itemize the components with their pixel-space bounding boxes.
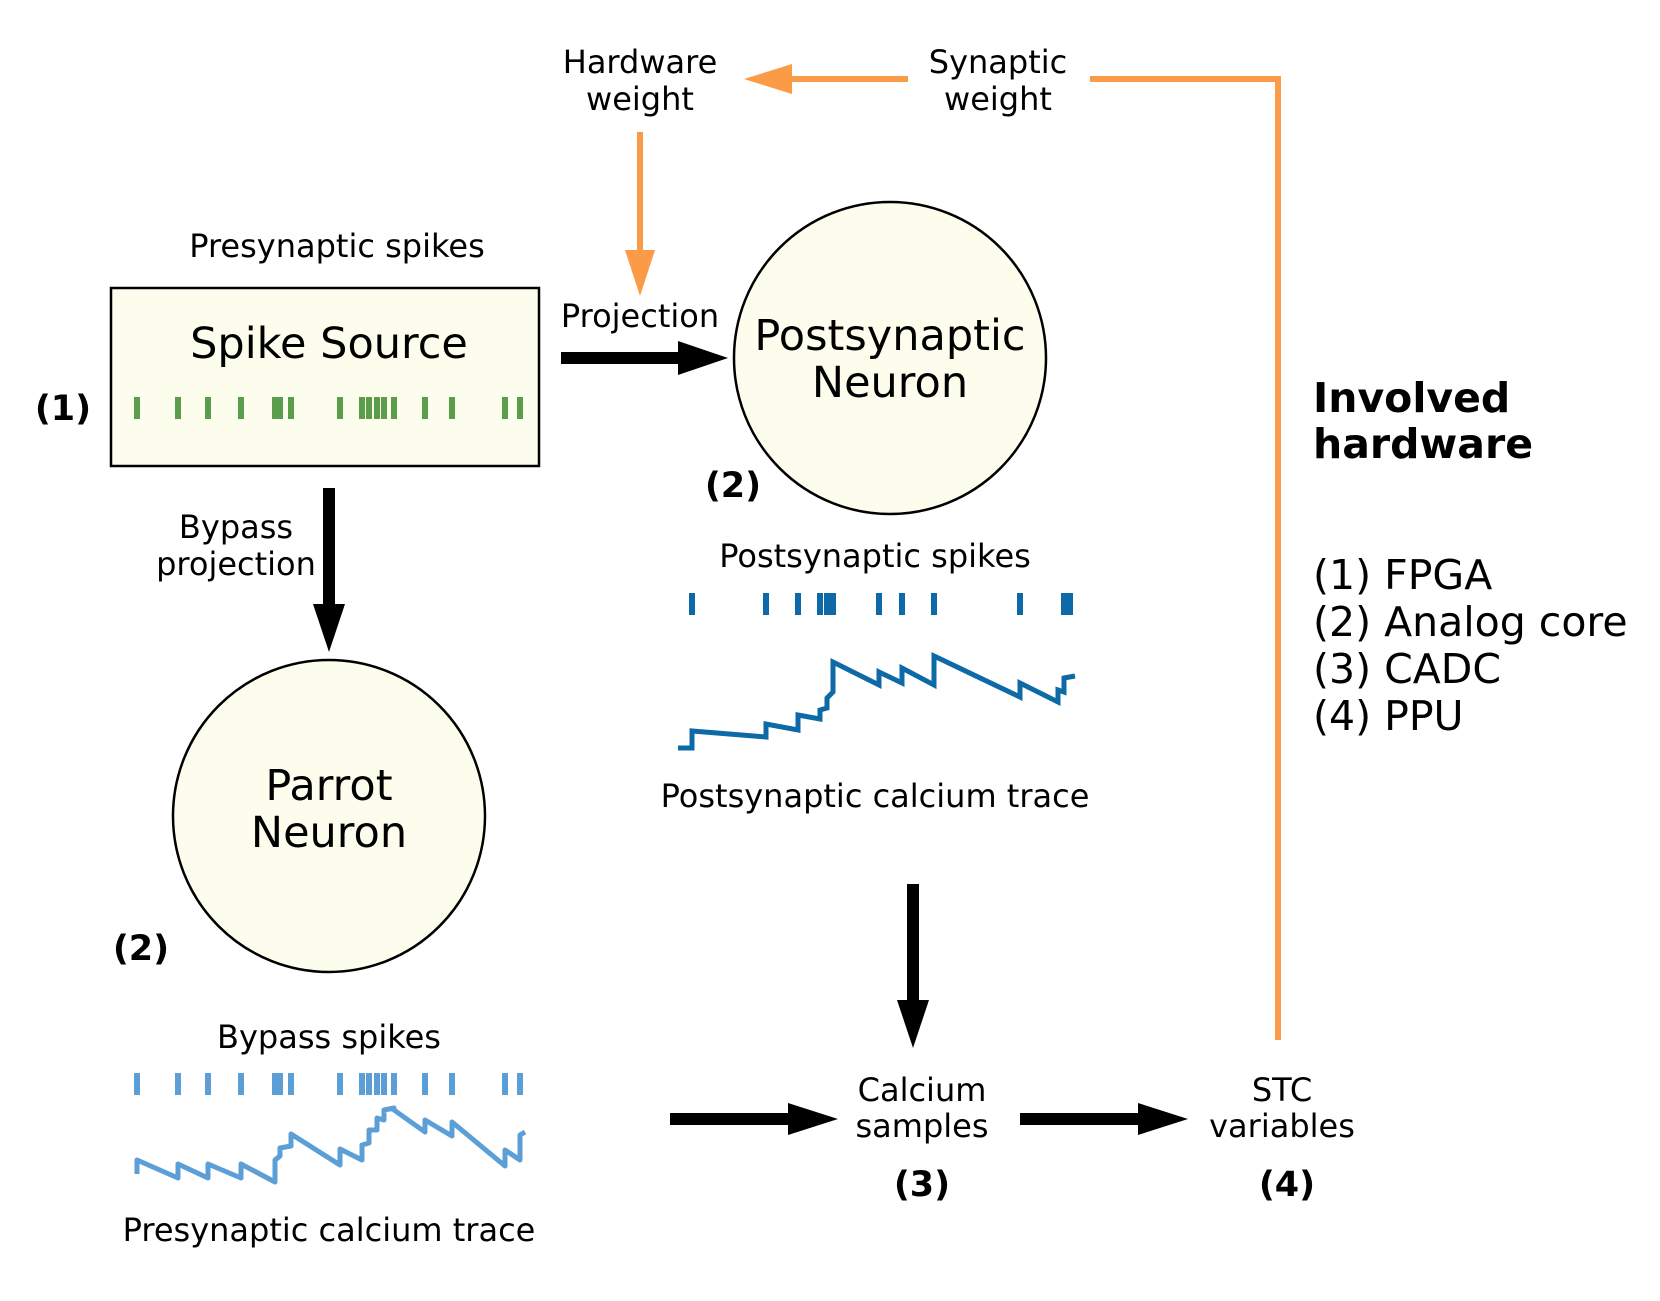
postsynaptic-neuron-node: [732, 200, 1048, 516]
stc-variables-label-line1: STC: [1252, 1071, 1312, 1109]
spike-tick: [238, 397, 244, 419]
spike-tick: [288, 1073, 294, 1095]
bypass-projection-label-line2: projection: [156, 545, 316, 583]
spike-source-box: [109, 286, 541, 468]
spike-tick: [876, 593, 882, 615]
bypass-arrowhead: [313, 604, 345, 652]
hardware-legend-item: (3) CADC: [1313, 645, 1501, 693]
spike-tick: [205, 1073, 211, 1095]
spike-tick: [1017, 593, 1023, 615]
spike-tick: [1067, 593, 1073, 615]
hardware-legend-title-line1: Involved: [1313, 374, 1510, 422]
spike-tick: [502, 397, 508, 419]
spike-tick: [817, 593, 823, 615]
spike-tick: [502, 1073, 508, 1095]
hardware-legend-item: (2) Analog core: [1313, 598, 1628, 646]
spike-tick: [899, 593, 905, 615]
presynaptic-calcium-trace-label: Presynaptic calcium trace: [123, 1211, 536, 1249]
spike-tick: [374, 1073, 380, 1095]
spike-tick: [205, 397, 211, 419]
synaptic-weight-label-line2: weight: [944, 80, 1052, 118]
hardware-legend-item: (4) PPU: [1313, 692, 1464, 740]
spike-tick: [277, 1073, 283, 1095]
hardware-weight-label-line2: weight: [586, 80, 694, 118]
postsynaptic-spikes-label: Postsynaptic spikes: [719, 537, 1031, 575]
spike-tick: [175, 1073, 181, 1095]
stc-variables-label-line2: variables: [1209, 1107, 1355, 1145]
spike-tick: [337, 397, 343, 419]
spike-tick: [359, 397, 365, 419]
spike-tick: [830, 593, 836, 615]
parrot-neuron-node: [171, 658, 487, 974]
spike-tick: [272, 397, 278, 419]
postsynaptic-neuron-label-line2: Neuron: [812, 358, 968, 408]
presynaptic-calcium-trace: [134, 1105, 527, 1185]
hardware-to-neuron-arrowhead: [625, 250, 655, 296]
calcium-samples-hardware-tag: (3): [894, 1165, 950, 1205]
parrot-neuron-label-line1: Parrot: [265, 761, 392, 811]
postsynaptic-calcium-trace-label: Postsynaptic calcium trace: [661, 777, 1090, 815]
calcium-samples-label-line1: Calcium: [858, 1071, 987, 1109]
postsynaptic-hardware-tag: (2): [705, 466, 761, 506]
spike-tick: [359, 1073, 365, 1095]
hardware-legend: Involved hardware (1) FPGA (2) Analog co…: [1313, 374, 1628, 740]
postsynaptic-spike-train: [689, 593, 1073, 615]
bypass-projection-label-line1: Bypass: [179, 508, 293, 546]
spike-tick: [381, 1073, 387, 1095]
postsynaptic-neuron-label-line1: Postsynaptic: [754, 311, 1025, 361]
synaptic-to-hardware-arrowhead: [744, 64, 792, 94]
spike-tick: [449, 1073, 455, 1095]
spike-source-hardware-tag: (1): [35, 389, 91, 429]
trace-to-samples-arrowhead: [897, 1000, 929, 1048]
hardware-weight-label-line1: Hardware: [563, 43, 718, 81]
calcium-samples-label-line2: samples: [855, 1107, 988, 1145]
spike-tick: [391, 397, 397, 419]
samples-to-stc-arrowhead: [1138, 1103, 1188, 1135]
spike-tick: [288, 397, 294, 419]
spike-tick: [175, 397, 181, 419]
stc-hardware-tag: (4): [1259, 1165, 1315, 1205]
spike-tick: [689, 593, 695, 615]
bypass-spike-train: [134, 1073, 523, 1095]
spike-tick: [134, 397, 140, 419]
spike-tick: [272, 1073, 278, 1095]
spike-tick: [366, 397, 372, 419]
spike-tick: [763, 593, 769, 615]
projection-label: Projection: [561, 297, 719, 335]
spike-tick: [795, 593, 801, 615]
spike-tick: [374, 397, 380, 419]
projection-arrowhead: [678, 341, 728, 375]
weight-feedback-line: [1090, 76, 1281, 1040]
spike-tick: [449, 397, 455, 419]
spike-tick: [931, 593, 937, 615]
hardware-legend-title-line2: hardware: [1313, 420, 1533, 468]
spike-source-title: Spike Source: [190, 319, 468, 369]
spike-tick: [517, 397, 523, 419]
bypass-spikes-label: Bypass spikes: [217, 1018, 441, 1056]
spike-tick: [277, 397, 283, 419]
spike-tick: [422, 397, 428, 419]
parrot-hardware-tag: (2): [113, 929, 169, 969]
postsynaptic-calcium-trace: [678, 652, 1076, 751]
pre-trace-to-samples-arrowhead: [788, 1103, 838, 1135]
spike-tick: [381, 397, 387, 419]
spike-tick: [134, 1073, 140, 1095]
hardware-legend-item: (1) FPGA: [1313, 551, 1492, 599]
spike-tick: [824, 593, 830, 615]
presynaptic-spikes-label: Presynaptic spikes: [189, 227, 485, 265]
spike-tick: [238, 1073, 244, 1095]
presynaptic-spike-train: [134, 397, 523, 419]
weight-update-path: [625, 64, 1281, 1040]
parrot-neuron-label-line2: Neuron: [251, 808, 407, 858]
spike-tick: [517, 1073, 523, 1095]
spike-tick: [366, 1073, 372, 1095]
spike-tick: [337, 1073, 343, 1095]
synaptic-weight-label-line1: Synaptic: [929, 43, 1067, 81]
spike-tick: [1061, 593, 1067, 615]
spike-tick: [422, 1073, 428, 1095]
spike-tick: [391, 1073, 397, 1095]
